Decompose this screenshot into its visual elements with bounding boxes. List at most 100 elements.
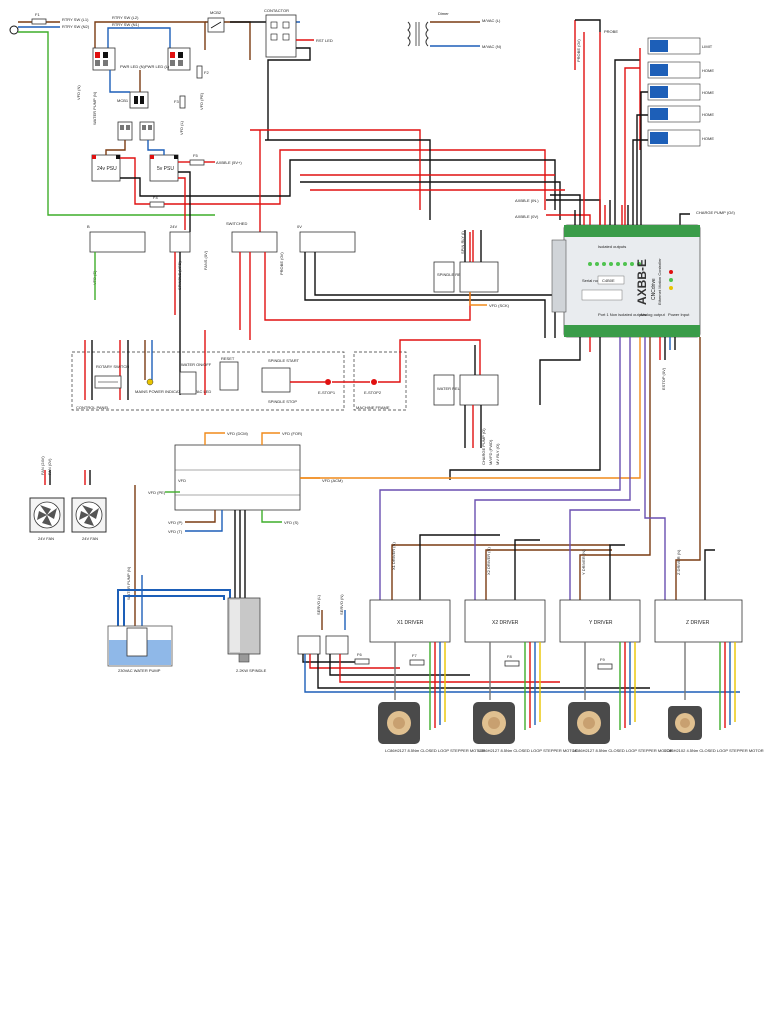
mcb1-label: MCB1 [117,98,129,103]
sensor-2: HOME [647,83,714,101]
water-pump: WATER PUMP (N) 230VAC WATER PUMP [107,485,231,673]
sensor-3-label: HOME [702,112,714,117]
mv-rly-label: MV RLY (O) [495,443,500,465]
sensor-1-label: HOME [702,68,714,73]
reset-label: RESET [221,356,235,361]
vfd-p-label: VFD (P) [168,520,183,525]
rtry-l1-label: RTRY SW (L1) [62,17,89,22]
dimer-label: Dimer [438,11,449,16]
fuse-f6 [354,658,370,665]
motor-z-label: LC86H2102 4.5Nm CLOSED LOOP STEPPER MOTO… [664,748,764,753]
fuse-f4-label: F4 [153,195,158,200]
driver-x1: X1 DRIVER X1 DRIVER (N) [369,542,451,643]
fuse-f4 [149,201,165,208]
mcb1: MCB1 [117,91,149,109]
vfd-sck-label: VFD (SCK) [489,303,510,308]
axbb-top-row-label: Isolated outputs [598,244,626,249]
terminal-row-b: B [87,224,146,253]
axbb-bottom-row-label: Port 1 Non isolated outputs [598,312,646,317]
water-onoff-switch[interactable] [179,371,197,395]
fan-1-label: 24V FAN [38,536,54,541]
barcode [581,289,623,301]
spindle-stop-label: SPINDLE STOP [268,399,297,404]
psu-24v-label: 24v PSU [97,166,117,172]
reset-button[interactable] [219,361,239,391]
probe-0v-term-label: PROBE (0V) [279,252,284,275]
servo-power: SERVO (L) SERVO (N) [297,594,349,655]
terminal-row-switched: SWITCHED [226,221,278,253]
0v-label: 0V [297,224,302,229]
charge-pump-label: CHARGE PUMP (O) [481,428,486,465]
driver-x1-title: X1 DRIVER [397,620,424,626]
control-panel: CONTROL PANEL ROTARY SWITCH MAINS POWER … [71,330,345,411]
plug-icon [9,25,19,35]
sensor-3: HOME [647,105,714,123]
estop2-label: E-STOP2 [364,390,382,395]
contactor-label: CONTACTOR [264,8,289,13]
fans-0v-label: FANS (0V) [203,250,208,270]
sensor-1: HOME [647,61,714,79]
terminal-row-0v: 0V [297,224,356,253]
vfd-dcm-label: VFD (DCM) [227,431,249,436]
fan-neg-label: FAN (0V) [47,458,52,475]
fuse-f8-label: F8 [507,654,512,659]
machine-frame-label: MACHINE FRAME [356,405,390,410]
driver-z-title: Z DRIVER [686,620,710,626]
mcb2: MCB2 [207,10,225,33]
motor-x1: LC86H2127 8.5Nm CLOSED LOOP STEPPER MOTO… [378,702,485,753]
psu-5v: 5v PSU [149,154,179,182]
vfd-l-label: VFD (L) [179,120,184,135]
breaker-right [167,47,191,71]
status-leds [588,262,673,290]
water-pump-label: WATER PUMP (N) [126,566,131,600]
water-relay: WATER RELAY CHARGE PUMP (O) M/VFD (FWD) … [433,345,500,465]
driver-y-cable: Y DRIVER (N) [581,549,586,575]
ethernet-port[interactable] [551,239,567,313]
driver-x1-cable: X1 DRIVER (N) [391,542,396,570]
breaker-left [92,47,116,71]
terminal-row-24v: 24V [169,224,191,253]
estop1-icon[interactable] [325,379,331,385]
psu-24v: 24v PSU [91,154,121,182]
control-panel-label: CONTROL PANEL [76,405,110,410]
vfd-unit: VFD (DCM) VFD (FOR) VFD (ACM) VFD (PE) V… [148,431,343,534]
rtry-l2-label: RTRY SW (L2) [112,15,139,20]
fuse-f9-label: F9 [600,657,605,662]
spindle-start-stop-buttons[interactable] [261,367,291,393]
vfd-for-label: VFD (FOR) [282,431,303,436]
axbb-power-label: Power Input [668,312,690,317]
spindle-relay-label: SPINDLE RELAY [437,272,468,277]
axbb-0v-label: AXBB-E (0V) [515,214,539,219]
vfd-pe-label: VFD (PE) [199,92,204,110]
vfd-pe-label: VFD (PE) [148,490,166,495]
motor-x1-label: LC86H2127 8.5Nm CLOSED LOOP STEPPER MOTO… [385,748,485,753]
fuse-f3-label: F3 [174,99,179,104]
mains-input: F1 RTRY SW (L1) RTRY SW (N2) [9,12,215,216]
rtry-n1-label: RTRY SW (N1) [112,22,140,27]
spindle-label: 2.2KW SPINDLE [236,668,267,673]
motor-x2-label: LC86H2127 8.5Nm CLOSED LOOP STEPPER MOTO… [478,748,578,753]
transformer: Dimer M/VAC (L) M/VAC (N) [407,11,502,49]
water-pump-n-label: WATER PUMP (N) [92,91,97,125]
estop2-icon[interactable] [371,379,377,385]
axbb-analog-label: Analog output [640,312,666,317]
switched-label: SWITCHED [226,221,247,226]
fan-pos-label: FAN (24V) [40,456,45,475]
sensor-list: LIMIT HOME HOME HOME HOME [647,37,714,147]
driver-x2-title: X2 DRIVER [492,620,519,626]
rst-led-label: RST LED [316,38,333,43]
rtry-n2-label: RTRY SW (N2) [62,24,90,29]
charge-pump-in-label: CHARGE PUMP (O/I) [696,210,735,215]
axbb-brand: CNCdrive [651,278,657,300]
vfd-acm-label: VFD (ACM) [322,478,343,483]
mvac-l-label: M/VAC (L) [482,18,501,23]
motor-z: LC86H2102 4.5Nm CLOSED LOOP STEPPER MOTO… [664,706,764,753]
sensor-0-label: LIMIT [702,44,713,49]
rotary-switch-icon[interactable] [94,375,122,389]
axbb-subtitle: Ethernet Motion Controller [657,258,662,305]
psu-5v-label: 5v PSU [157,166,174,172]
mains-power-led-icon [146,378,154,386]
motor-wiring [394,642,736,730]
servo-n-label: SERVO (N) [339,594,344,615]
